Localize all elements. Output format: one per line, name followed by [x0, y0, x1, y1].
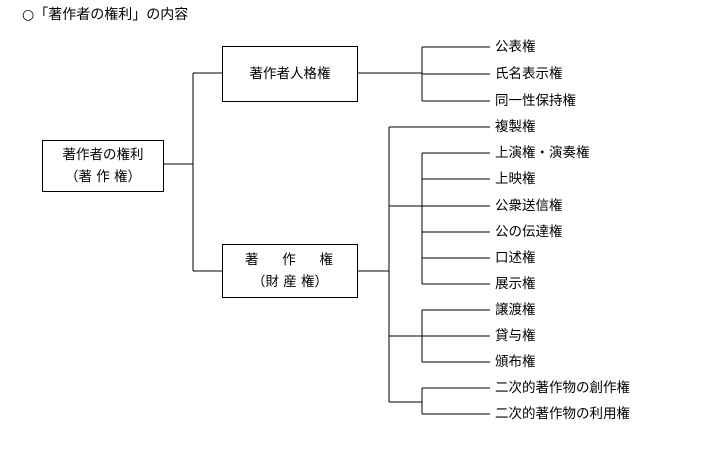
property-right-item: 複製権	[495, 119, 536, 135]
root-sublabel: （著 作 権）	[64, 169, 142, 185]
moral-right-item: 同一性保持権	[495, 93, 576, 109]
root-label: 著作者の権利	[62, 147, 144, 163]
moral-right-item: 公表権	[495, 39, 536, 55]
page-title: ○「著作者の権利」の内容	[22, 7, 189, 23]
root-box: 著作者の権利 （著 作 権）	[42, 140, 164, 192]
property-right-item: 頒布権	[495, 354, 536, 370]
property-right-item: 公衆送信権	[495, 198, 563, 214]
property-right-item: 口述権	[495, 250, 536, 266]
property-right-item: 公の伝達権	[495, 224, 563, 240]
moral-rights-box: 著作者人格権	[222, 46, 358, 102]
property-right-item: 上演権・演奏権	[495, 145, 590, 161]
moral-rights-label: 著作者人格権	[249, 66, 331, 82]
property-rights-box: 著 作 権 （財 産 権）	[222, 244, 358, 298]
property-right-item: 二次的著作物の創作権	[495, 380, 630, 396]
moral-right-item: 氏名表示権	[495, 66, 563, 82]
property-right-item: 貸与権	[495, 328, 536, 344]
property-rights-sublabel: （財 産 権）	[251, 274, 329, 290]
property-right-item: 展示権	[495, 276, 536, 292]
property-right-item: 譲渡権	[495, 302, 536, 318]
property-right-item: 二次的著作物の利用権	[495, 406, 630, 422]
property-right-item: 上映権	[495, 171, 536, 187]
property-rights-label: 著 作 権	[244, 252, 336, 268]
